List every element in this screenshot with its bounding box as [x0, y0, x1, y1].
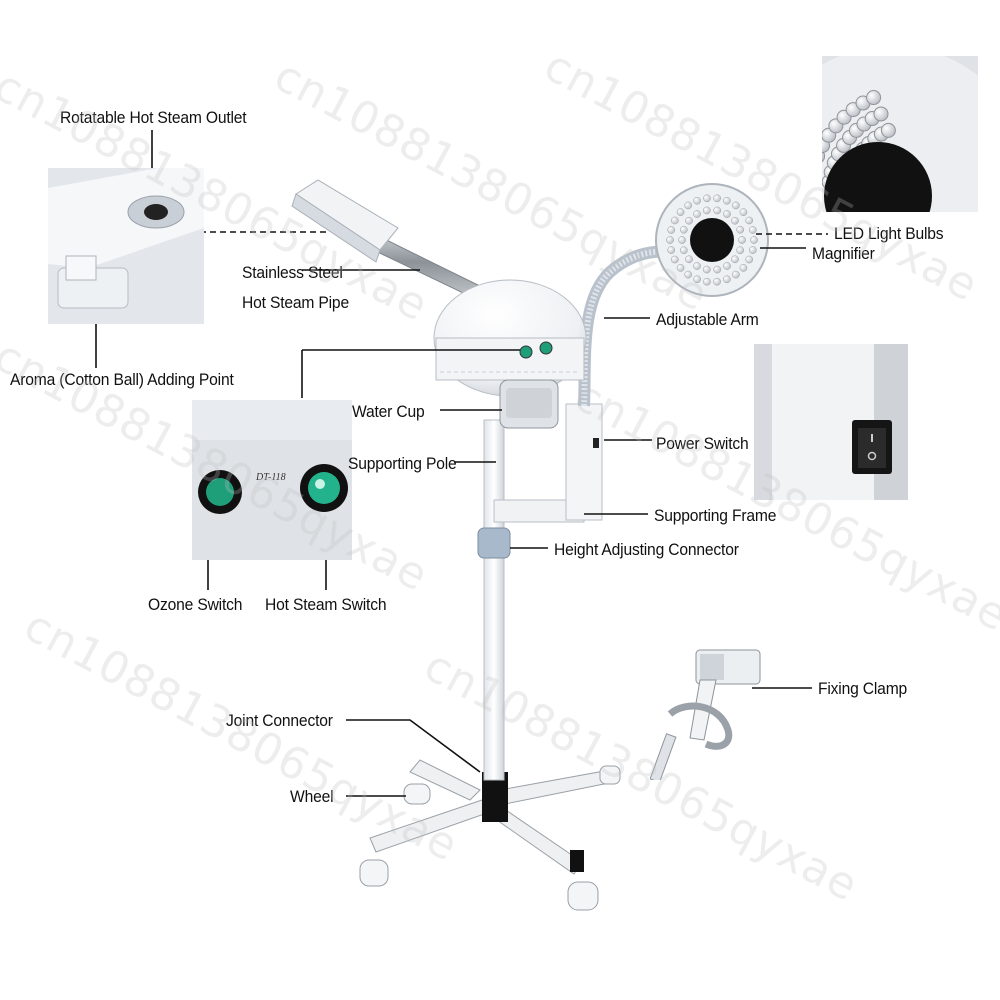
wheel-base: [359, 759, 621, 911]
led-bulb: [723, 262, 731, 270]
outlet-detail-inset: [48, 168, 204, 324]
switch-panel-inset: DT-118: [192, 400, 352, 560]
wheel: [359, 765, 621, 911]
led-bulb: [736, 246, 745, 255]
led-bulb: [685, 255, 693, 264]
power-switch: [593, 438, 599, 448]
label-wheel: Wheel: [290, 787, 334, 806]
led-bulb: [684, 270, 692, 279]
led-bulb: [667, 226, 676, 234]
led-bulb: [693, 275, 701, 284]
power-switch-inset: [754, 344, 908, 500]
led-bulb: [736, 225, 745, 234]
steam-switch-small: [539, 341, 553, 355]
led-bulb: [670, 216, 679, 225]
panel-model-label: DT-118: [256, 472, 286, 483]
led-bulb: [703, 194, 711, 203]
led-bulb: [732, 201, 740, 210]
label-supporting-frame: Supporting Frame: [654, 506, 777, 525]
label-led-bulbs: LED Light Bulbs: [834, 224, 944, 243]
led-bulb: [702, 206, 711, 215]
led-bulb: [713, 265, 722, 274]
led-bulb: [685, 216, 693, 225]
led-bulb: [693, 196, 701, 205]
height-adjusting-connector: [477, 527, 511, 559]
label-water-cup: Water Cup: [352, 402, 425, 421]
led-bulb: [739, 208, 748, 216]
leader-lines: [95, 130, 828, 797]
ozone-switch-small: [519, 345, 533, 359]
label-power-switch: Power Switch: [656, 434, 749, 453]
led-bulb: [745, 216, 754, 225]
led-bulb: [676, 264, 685, 272]
led-bulb: [703, 277, 711, 286]
led-bulb-closeup: [822, 150, 826, 163]
led-bulb: [702, 265, 711, 274]
led-bulb: [713, 277, 721, 286]
label-supporting-pole: Supporting Pole: [348, 454, 457, 473]
power-housing: [565, 403, 603, 521]
led-bulb: [678, 236, 686, 244]
led-bulb: [738, 236, 746, 244]
led-bulb: [745, 255, 754, 264]
led-bulb: [693, 210, 701, 218]
label-height-connector: Height Adjusting Connector: [554, 540, 739, 559]
led-bulb: [723, 196, 731, 205]
label-fixing-clamp: Fixing Clamp: [818, 679, 908, 698]
led-bulb: [739, 264, 748, 272]
label-magnifier: Magnifier: [812, 244, 875, 263]
magnifier-lamp: [655, 183, 769, 297]
led-bulb-closeup: [866, 90, 882, 106]
led-bulb: [748, 226, 757, 234]
led-bulb: [723, 275, 731, 284]
label-stainless-pipe-2: Hot Steam Pipe: [242, 293, 349, 312]
label-rotatable-outlet: Rotatable Hot Steam Outlet: [60, 108, 247, 127]
led-bulb: [713, 206, 722, 215]
led-bulb: [732, 270, 740, 279]
led-bulb: [679, 246, 688, 255]
led-bulb: [713, 194, 721, 203]
led-bulb: [693, 262, 701, 270]
led-bulb: [667, 246, 676, 254]
label-ozone-switch: Ozone Switch: [148, 595, 243, 614]
led-bulb: [684, 201, 692, 210]
led-bulb: [750, 236, 758, 244]
label-adjustable-arm: Adjustable Arm: [656, 310, 759, 329]
led-bulb: [748, 246, 757, 254]
steam-outlet: [291, 179, 399, 263]
led-bulb: [670, 255, 679, 264]
led-bulb: [679, 225, 688, 234]
led-closeup-inset: [822, 56, 978, 212]
led-bulb-closeup: [873, 106, 889, 122]
led-bulb: [723, 210, 731, 218]
label-joint-connector: Joint Connector: [226, 711, 333, 730]
led-bulb: [731, 216, 739, 225]
label-hot-steam-switch: Hot Steam Switch: [265, 595, 387, 614]
led-bulb: [676, 208, 685, 216]
label-aroma: Aroma (Cotton Ball) Adding Point: [10, 370, 234, 389]
water-cup: [499, 379, 559, 429]
supporting-pole: [483, 419, 505, 781]
led-bulb-closeup: [880, 122, 896, 138]
led-bulb: [731, 255, 739, 264]
led-bulb: [666, 236, 674, 244]
label-stainless-pipe-1: Stainless Steel: [242, 263, 343, 282]
fixing-clamp: [650, 649, 761, 780]
